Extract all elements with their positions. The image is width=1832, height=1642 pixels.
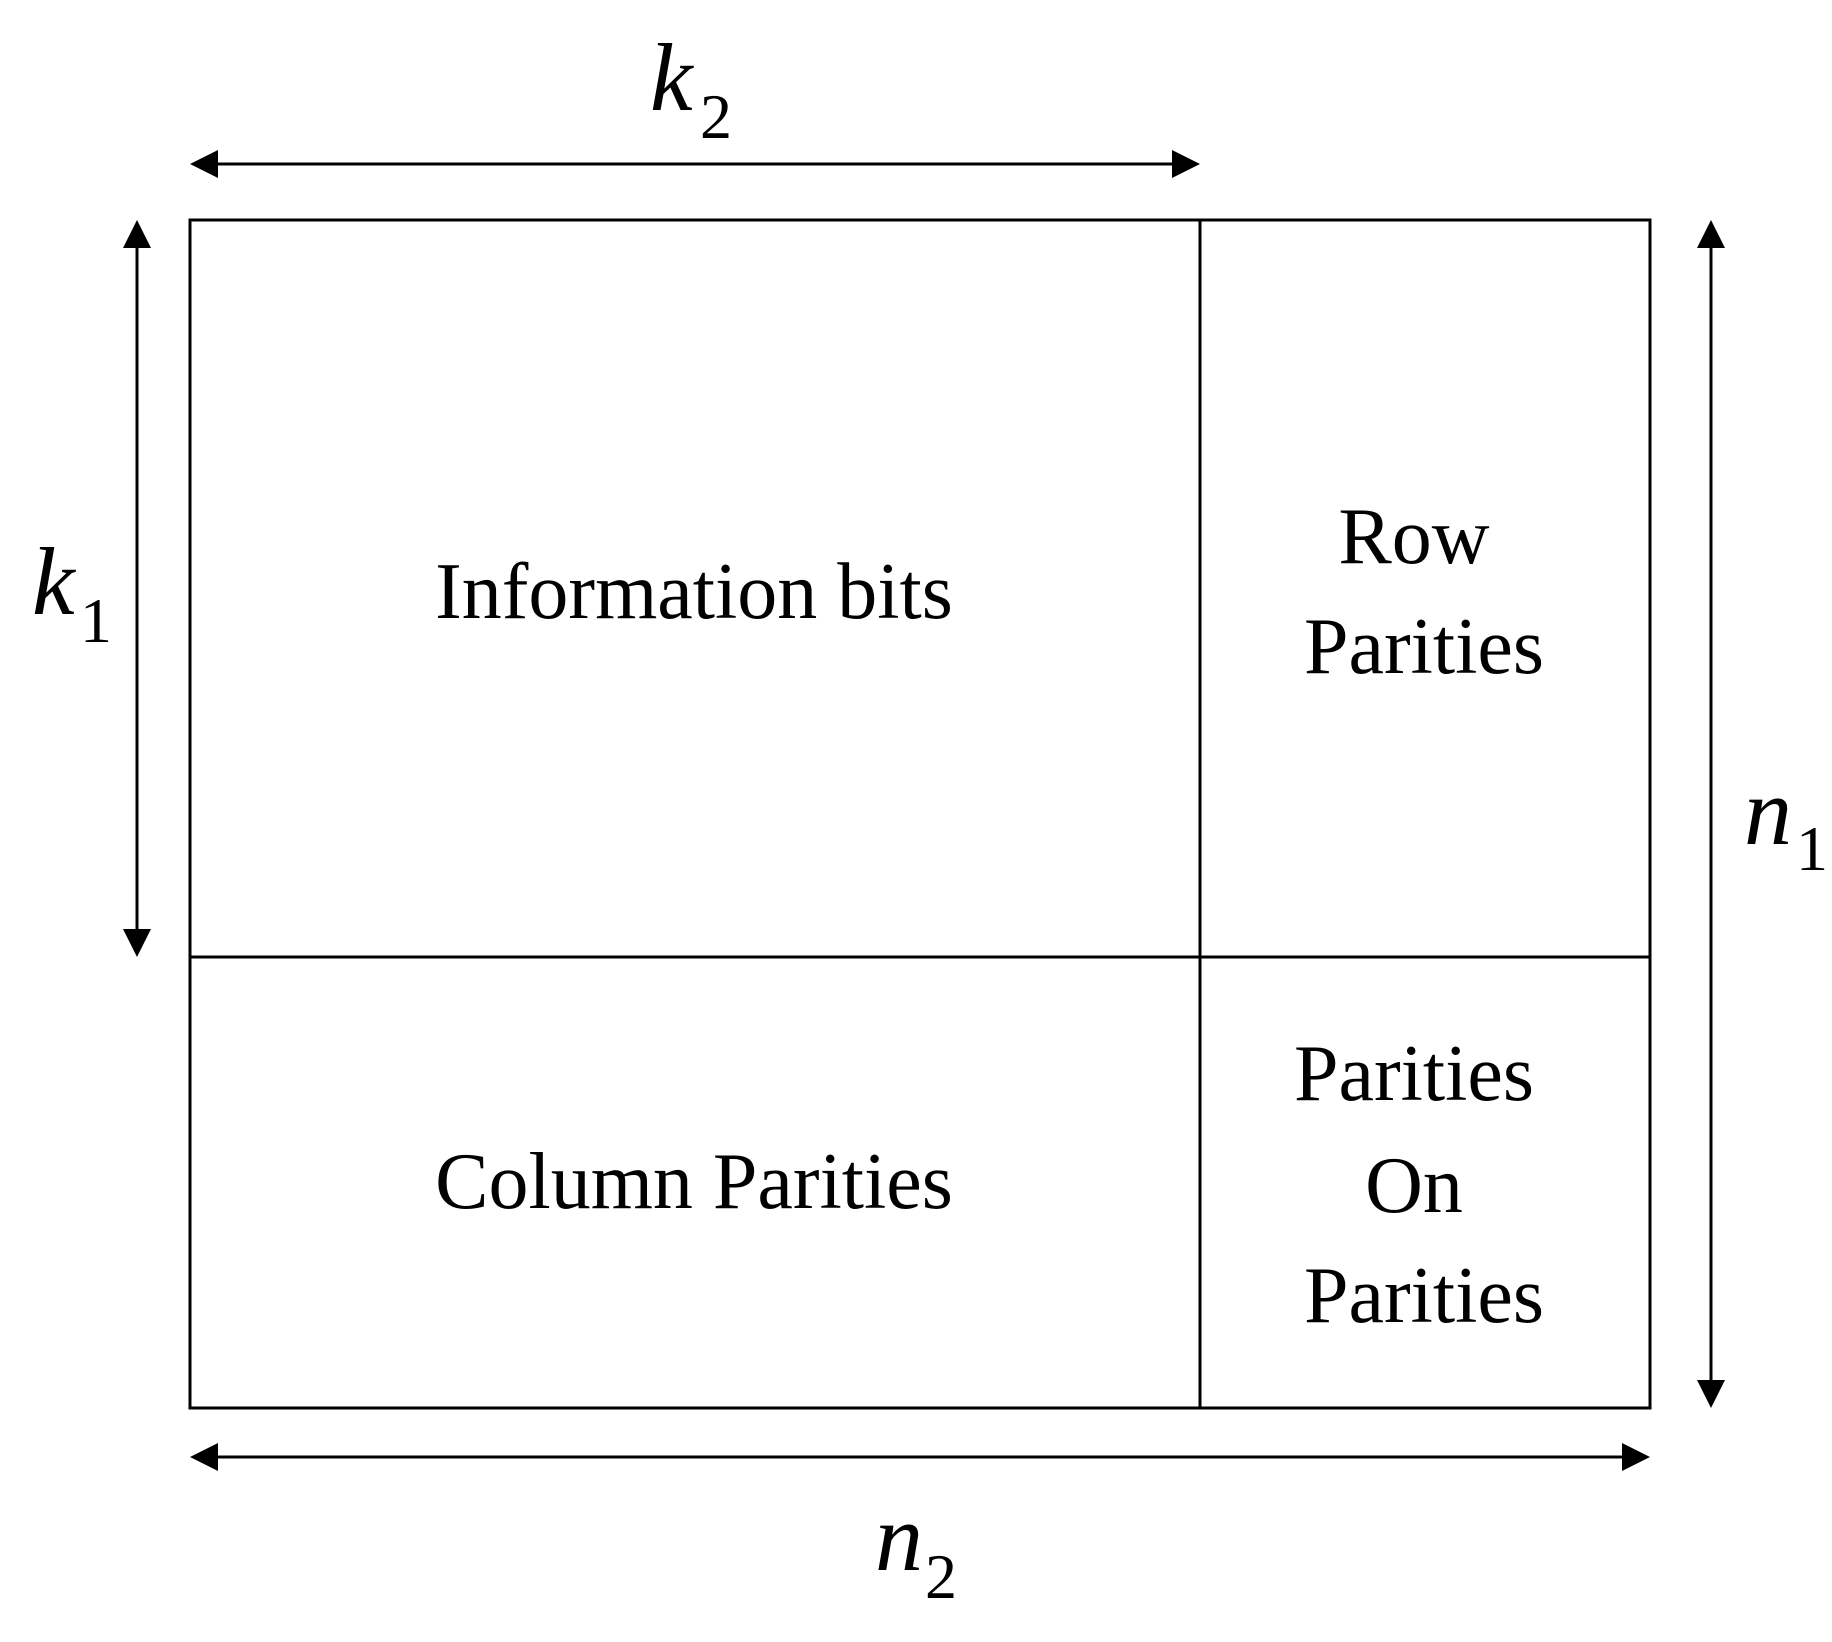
k2-subscript: 2 <box>700 81 732 152</box>
k2-symbol: k <box>650 24 695 131</box>
parities-on-parities-line-1: Parities <box>1294 1030 1534 1118</box>
row-parities-line-1: Row <box>1338 493 1489 581</box>
n2-subscript: 2 <box>925 1541 957 1612</box>
k1-label: k 1 <box>32 528 112 656</box>
k1-arrowhead-top <box>123 220 151 248</box>
row-parities-label: Row Parities <box>1304 493 1544 691</box>
n1-arrowhead-top <box>1697 220 1725 248</box>
k2-arrowhead-left <box>190 150 218 178</box>
n1-arrowhead-bottom <box>1697 1380 1725 1408</box>
n1-label: n 1 <box>1744 758 1828 884</box>
k1-subscript: 1 <box>80 585 112 656</box>
k2-arrowhead-right <box>1172 150 1200 178</box>
parities-on-parities-line-2: On <box>1365 1142 1463 1230</box>
row-parities-line-2: Parities <box>1304 603 1544 691</box>
n2-arrowhead-right <box>1622 1443 1650 1471</box>
matrix-outline <box>188 218 1652 1410</box>
parities-on-parities-line-3: Parities <box>1304 1252 1544 1340</box>
n1-subscript: 1 <box>1796 813 1828 884</box>
n2-arrowhead-left <box>190 1443 218 1471</box>
n2-symbol: n <box>875 1484 923 1591</box>
code-matrix <box>188 218 1652 1410</box>
information-bits-line: Information bits <box>435 548 953 636</box>
n1-symbol: n <box>1744 758 1792 865</box>
parities-on-parities-label: Parities On Parities <box>1294 1030 1554 1340</box>
k1-arrowhead-bottom <box>123 929 151 957</box>
k1-symbol: k <box>32 528 77 635</box>
column-parities-label: Column Parities <box>435 1138 953 1226</box>
column-parities-line: Column Parities <box>435 1138 953 1226</box>
k2-label: k 2 <box>650 24 732 152</box>
information-bits-label: Information bits <box>435 548 953 636</box>
n2-label: n 2 <box>875 1484 957 1612</box>
dimension-arrows <box>123 150 1725 1471</box>
